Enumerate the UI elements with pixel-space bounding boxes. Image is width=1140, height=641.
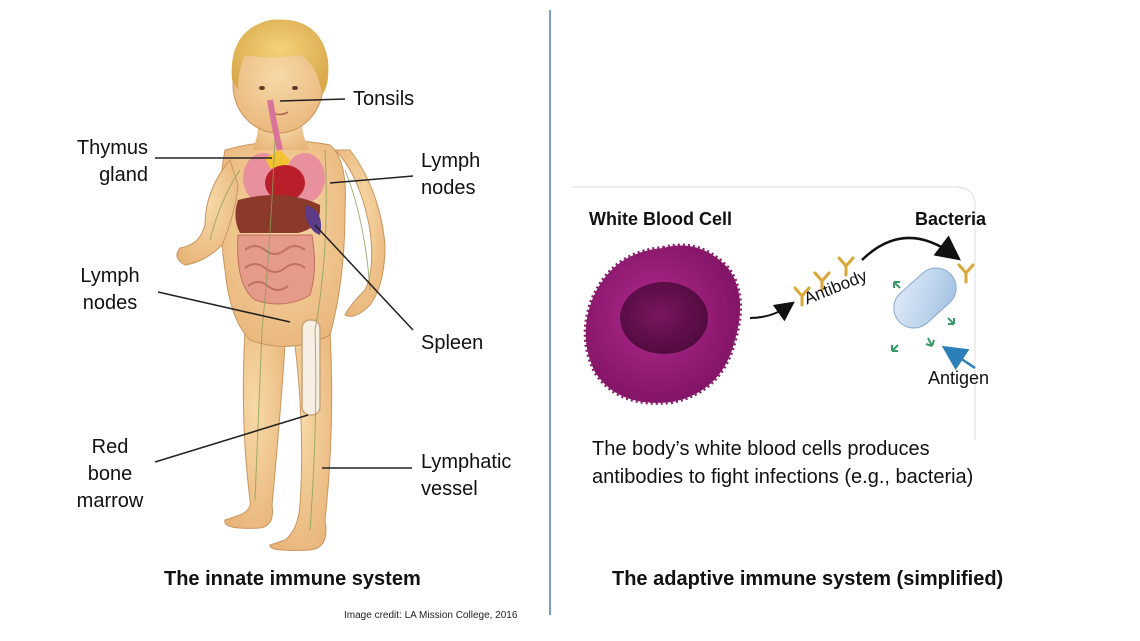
label-lymph-nodes-left: Lymph nodes [72, 263, 148, 317]
arrow-cell-to-antibody [750, 305, 790, 318]
label-antigen: Antigen [928, 368, 989, 389]
femur-bone [302, 320, 320, 415]
bacteria-icon [886, 260, 965, 351]
label-spleen: Spleen [421, 330, 483, 357]
antigen-arrow [948, 350, 975, 368]
label-white-blood-cell: White Blood Cell [589, 209, 732, 230]
label-bacteria: Bacteria [915, 209, 986, 230]
label-tonsils: Tonsils [353, 86, 414, 113]
white-blood-cell [586, 246, 740, 403]
caption-innate: The innate immune system [164, 568, 421, 591]
caption-adaptive: The adaptive immune system (simplified) [612, 568, 1003, 591]
cell-nucleus [620, 282, 708, 354]
arrow-antibody-to-bacteria [862, 238, 955, 260]
image-credit: Image credit: LA Mission College, 2016 [344, 610, 517, 621]
label-thymus-gland: Thymus gland [62, 135, 148, 189]
label-red-bone-marrow: Red bone marrow [68, 434, 152, 515]
adaptive-description: The body’s white blood cells produces an… [592, 435, 973, 491]
label-lymph-nodes-right: Lymph nodes [421, 148, 480, 202]
label-lymphatic-vessel: Lymphatic vessel [421, 449, 511, 503]
